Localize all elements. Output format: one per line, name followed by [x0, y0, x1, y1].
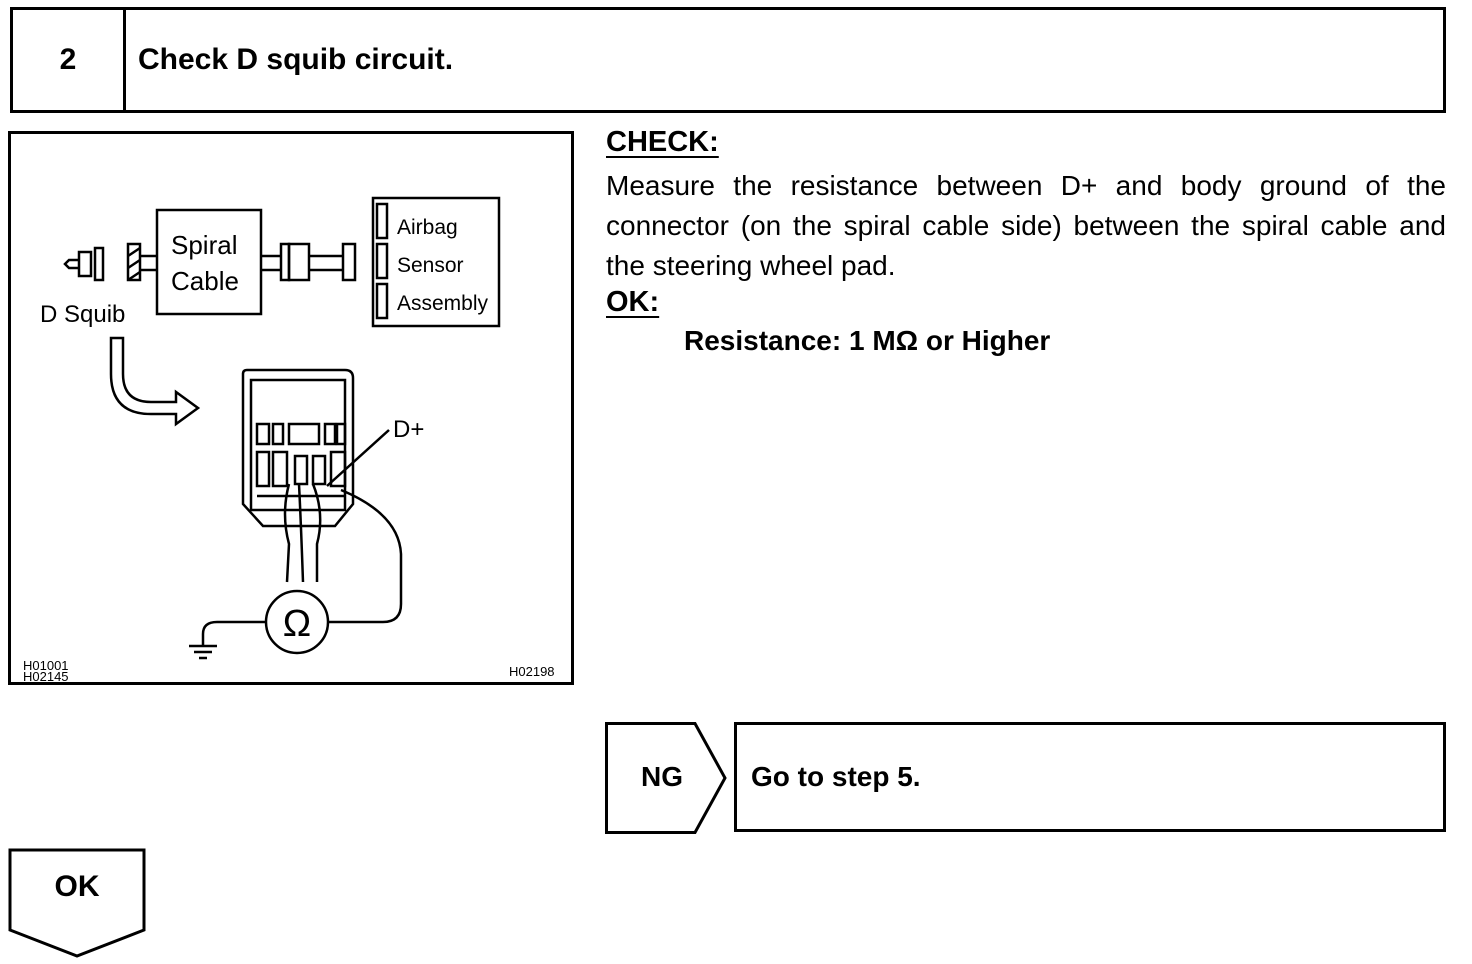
spiral-cable-label-2: Cable [171, 266, 239, 296]
ref-code-right: H02198 [509, 664, 555, 679]
ref-code-top-left: H01001 [23, 658, 69, 673]
step-title: Check D squib circuit. [138, 43, 454, 76]
spiral-cable-label-1: Spiral [171, 230, 237, 260]
airbag-label-1: Airbag [397, 216, 458, 239]
airbag-sensor-box [371, 196, 501, 328]
squib-hatched-connector-icon [126, 242, 142, 282]
check-instructions: Measure the resistance between D+ and bo… [606, 170, 1446, 281]
ng-label: NG [641, 761, 683, 792]
d-plus-leader-line [326, 429, 390, 487]
ohmmeter-symbol: Ω [283, 603, 311, 645]
ref-code-bottom-left: H02145 [23, 669, 69, 682]
circuit-diagram: Spiral Cable Airbag Sensor Assembly D Sq… [23, 196, 555, 682]
ng-arrow-box-icon [605, 722, 727, 834]
squib-connector-icon [77, 250, 93, 278]
connector-face-icon [241, 368, 355, 528]
squib-plug-icon [63, 258, 79, 270]
ok-arrow-box-icon [8, 848, 146, 958]
check-heading: CHECK: [606, 126, 719, 158]
spiral-cable-box [155, 208, 263, 316]
resistance-spec: Resistance: 1 MΩ or Higher [684, 325, 1051, 356]
airbag-label-3: Assembly [397, 292, 489, 315]
d-squib-label: D Squib [40, 301, 125, 328]
ng-action: Go to step 5. [734, 722, 1446, 832]
d-plus-label: D+ [393, 416, 424, 443]
step-number: 2 [13, 10, 126, 110]
curved-arrow-icon [109, 336, 201, 427]
circuit-illustration: Spiral Cable Airbag Sensor Assembly D Sq… [8, 131, 574, 685]
ok-label: OK [54, 870, 100, 903]
ok-heading: OK: [606, 286, 660, 318]
step-header: 2 Check D squib circuit. [10, 7, 1446, 113]
airbag-label-2: Sensor [397, 254, 464, 277]
